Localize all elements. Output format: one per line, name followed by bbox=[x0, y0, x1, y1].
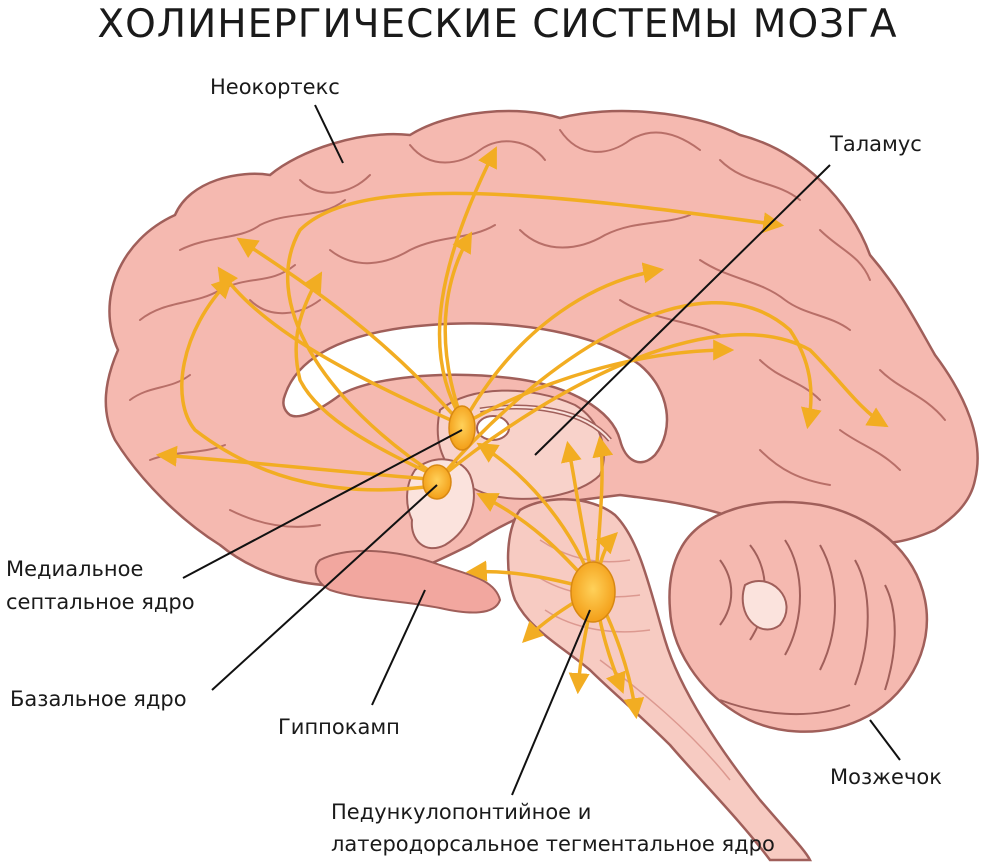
leader-lines bbox=[182, 104, 901, 796]
cerebellum-shape bbox=[668, 500, 929, 733]
medial-septal-nucleus bbox=[448, 405, 476, 451]
label-medial-septal-line1: Медиальное bbox=[6, 557, 144, 581]
label-thalamus: Таламус bbox=[830, 132, 922, 156]
label-hippocampus: Гиппокамп bbox=[278, 715, 400, 739]
page-title: ХОЛИНЕРГИЧЕСКИЕ СИСТЕМЫ МОЗГА bbox=[97, 2, 898, 47]
label-neocortex: Неокортекс bbox=[210, 75, 340, 99]
label-basal-nucleus: Базальное ядро bbox=[10, 687, 187, 711]
label-medial-septal-line2: септальное ядро bbox=[6, 590, 195, 614]
label-pedunculopontine-line1: Педункулопонтийное и bbox=[331, 800, 592, 824]
hippocampus-shape bbox=[314, 549, 502, 614]
label-pedunculopontine-line2: латеродорсальное тегментальное ядро bbox=[331, 832, 775, 856]
pedunculopontine-nucleus bbox=[570, 561, 616, 623]
label-cerebellum: Мозжечок bbox=[830, 765, 942, 789]
